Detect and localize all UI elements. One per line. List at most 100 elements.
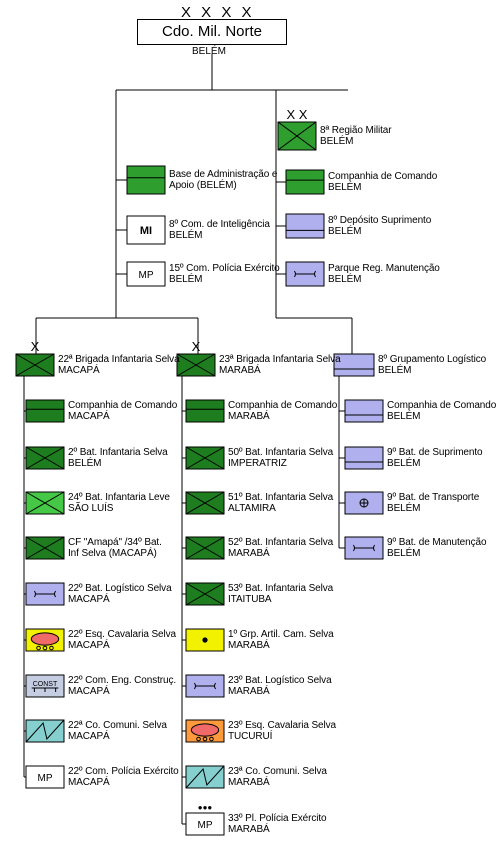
- top-command-title[interactable]: Cdo. Mil. Norte: [137, 19, 287, 45]
- cross-line: [185, 536, 225, 560]
- unit-location: BELÉM: [328, 182, 362, 193]
- unit-symbol-co-com-22: [25, 719, 65, 743]
- unit-name: 8º Grupamento Logístico: [378, 354, 487, 365]
- unit-name: 22º Com. Polícia Exército: [68, 766, 179, 777]
- unit-name: Companhia de Comando: [68, 400, 178, 411]
- unit-location: MARABÁ: [228, 411, 270, 422]
- unit-location: MARABÁ: [219, 365, 261, 376]
- unit-name: 9º Bat. de Suprimento: [387, 447, 483, 458]
- unit-name: 23ª Co. Comuni. Selva: [228, 766, 327, 777]
- unit-symbol-bis-52: [185, 536, 225, 560]
- unit-location: IMPERATRIZ: [228, 458, 287, 469]
- unit-name: 8ª Região Militar: [320, 125, 392, 136]
- unit-location: MACAPÁ: [68, 777, 110, 788]
- unit-symbol-bis-50: [185, 446, 225, 470]
- unit-label-cia-eng-22[interactable]: 22º Com. Eng. Construç.MACAPÁ: [68, 675, 176, 697]
- unit-name: 23º Esq. Cavalaria Selva: [228, 720, 336, 731]
- unit-name: Companhia de Comando: [387, 400, 497, 411]
- cavalry-oval: [190, 723, 220, 737]
- unit-location: BELÉM: [320, 136, 354, 147]
- unit-name: 52º Bat. Infantaria Selva: [228, 537, 334, 548]
- unit-frame: [285, 169, 325, 195]
- track-wheel: [42, 645, 48, 651]
- unit-symbol-blog-22: [25, 582, 65, 606]
- unit-location: MARABÁ: [228, 824, 270, 835]
- unit-location: MACAPÁ: [58, 365, 100, 376]
- unit-symbol-bis-2: [25, 446, 65, 470]
- unit-name: 22º Com. Eng. Construç.: [68, 675, 177, 686]
- cross-line: [25, 446, 65, 470]
- unit-location: BELÉM: [169, 230, 203, 241]
- track-wheel: [202, 736, 208, 742]
- cross-line: [176, 353, 216, 377]
- track-wheel: [196, 736, 201, 742]
- unit-symbol-cia-eng-22: CONST: [25, 674, 65, 698]
- echelon-marker: X X: [287, 107, 308, 122]
- unit-name: 22º Bat. Logístico Selva: [68, 583, 172, 594]
- unit-label-cf-amapa[interactable]: CF "Amapá" /34º Bat.Inf Selva (MACAPÁ): [68, 537, 162, 559]
- echelon-marker: ●●●: [198, 803, 213, 812]
- unit-symbol-gac-1: [185, 628, 225, 652]
- unit-name: 8º Com. de Inteligência: [169, 219, 270, 230]
- unit-name: 9º Bat. de Transporte: [387, 492, 480, 503]
- unit-name: 15º Com. Polícia Exército: [169, 263, 280, 274]
- unit-symbol-bil-24: [25, 491, 65, 515]
- unit-frame: [126, 215, 166, 245]
- top-command-location: BELÉM: [192, 46, 226, 57]
- unit-location: TUCURUÍ: [228, 731, 273, 742]
- unit-frame: [25, 765, 65, 789]
- unit-location: MARABÁ: [228, 640, 270, 651]
- unit-location: MACAPÁ: [68, 686, 110, 697]
- unit-symbol-base-adm: [126, 165, 166, 195]
- track-wheel: [49, 645, 54, 651]
- unit-symbol-dep-sup-8: [285, 213, 325, 239]
- unit-symbol-bda-23-cia: [185, 399, 225, 423]
- unit-frame: [344, 446, 384, 470]
- unit-name: Base de Administração e: [169, 169, 278, 180]
- unit-location: BELÉM: [378, 365, 412, 376]
- unit-symbol-cia-cmdo-8: [285, 169, 325, 195]
- echelon-marker: X: [31, 339, 40, 354]
- const-abbr: CONST: [33, 681, 58, 688]
- unit-symbol-cf-amapa: [25, 536, 65, 560]
- unit-name: 2º Bat. Infantaria Selva: [68, 447, 168, 458]
- unit-location: MARABÁ: [228, 548, 270, 559]
- unit-symbol-reg-mil-8: X X: [277, 107, 317, 151]
- unit-location: BELÉM: [328, 226, 362, 237]
- unit-location: ALTAMIRA: [228, 503, 276, 514]
- unit-location: BELÉM: [387, 458, 421, 469]
